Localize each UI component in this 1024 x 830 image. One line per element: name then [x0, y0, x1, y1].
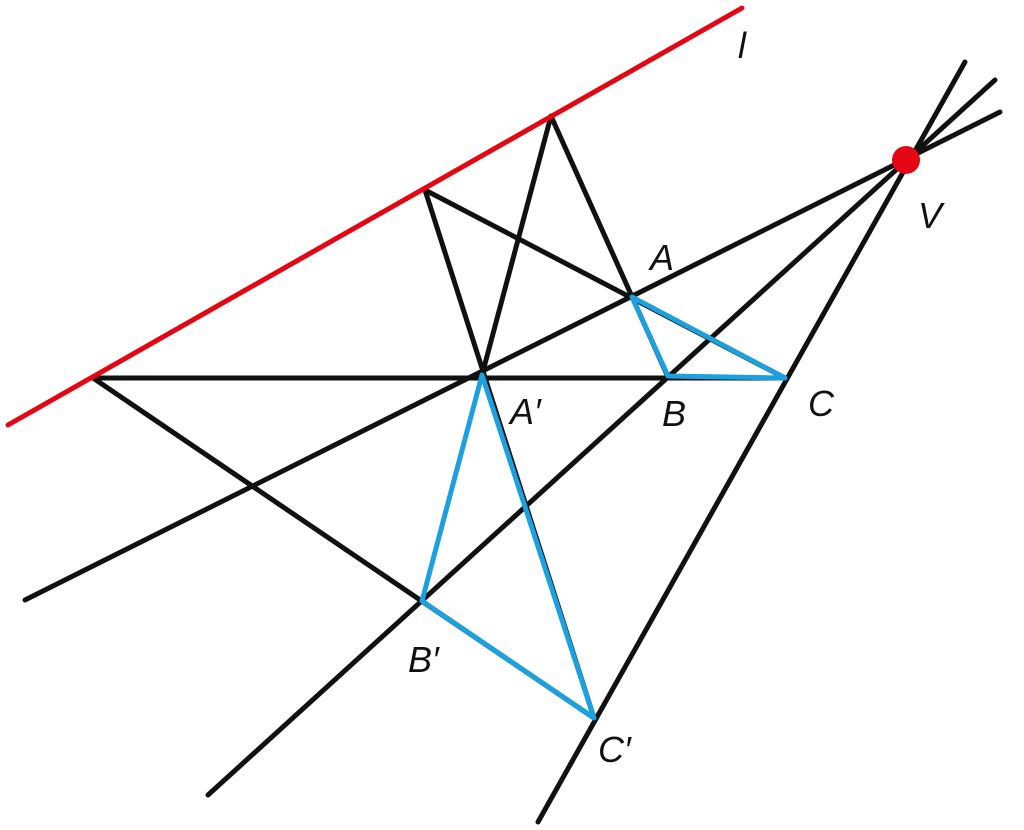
ray-v-c-c-prime [535, 59, 968, 825]
line-l [5, 5, 745, 428]
label-b-prime: B′ [408, 639, 440, 680]
label-c: C [808, 383, 835, 424]
line-p3-a-prime [479, 113, 554, 378]
label-c-prime: C′ [598, 729, 632, 770]
label-b: B [662, 393, 686, 434]
ray-v-b-b-prime [205, 77, 998, 798]
triangle-a-prime-b-prime-c-prime [419, 372, 597, 721]
point-v [892, 146, 920, 174]
triangle-abc [629, 294, 788, 381]
ray-v-a-a-prime [22, 109, 1003, 603]
construction-lines [22, 59, 1003, 825]
label-v: V [918, 195, 945, 236]
label-a-prime: A′ [508, 391, 542, 432]
label-a: A [648, 237, 674, 278]
label-l: l [738, 25, 747, 66]
